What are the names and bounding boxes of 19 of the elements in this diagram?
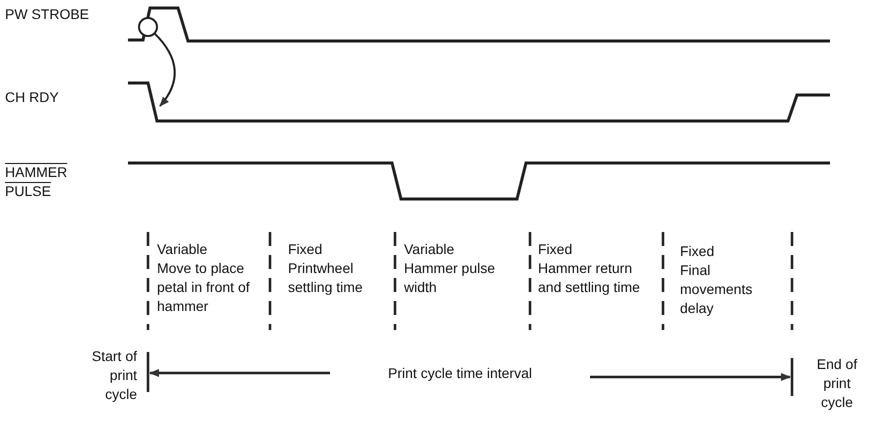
phase-type-label: Variable	[157, 240, 208, 259]
signal-waveform	[128, 82, 830, 122]
phase-description: Hammer return and settling time	[538, 259, 641, 297]
phase-description: Printwheel settling time	[288, 259, 364, 297]
interval-label: Print cycle time interval	[387, 364, 533, 383]
cycle-boundary-label: Start of print cycle	[90, 347, 137, 404]
phase-description: Final movements delay	[680, 261, 754, 318]
phase-type-label: Variable	[404, 240, 456, 259]
phase-description: Hammer pulse width	[404, 259, 496, 297]
signal-name: CH RDY	[5, 88, 60, 107]
cycle-boundary-label: End of print cycle	[816, 355, 858, 412]
phase-type-label: Fixed	[288, 240, 324, 259]
phase-type-label: Fixed	[680, 242, 716, 261]
phase-type-label: Fixed	[538, 240, 574, 259]
signal-name: PW STROBE	[5, 5, 90, 24]
signal-name: HAMMER PULSE	[5, 163, 68, 201]
phase-description: Move to place petal in front of hammer	[157, 259, 251, 316]
event-circle	[138, 17, 158, 37]
arrow	[154, 32, 176, 107]
